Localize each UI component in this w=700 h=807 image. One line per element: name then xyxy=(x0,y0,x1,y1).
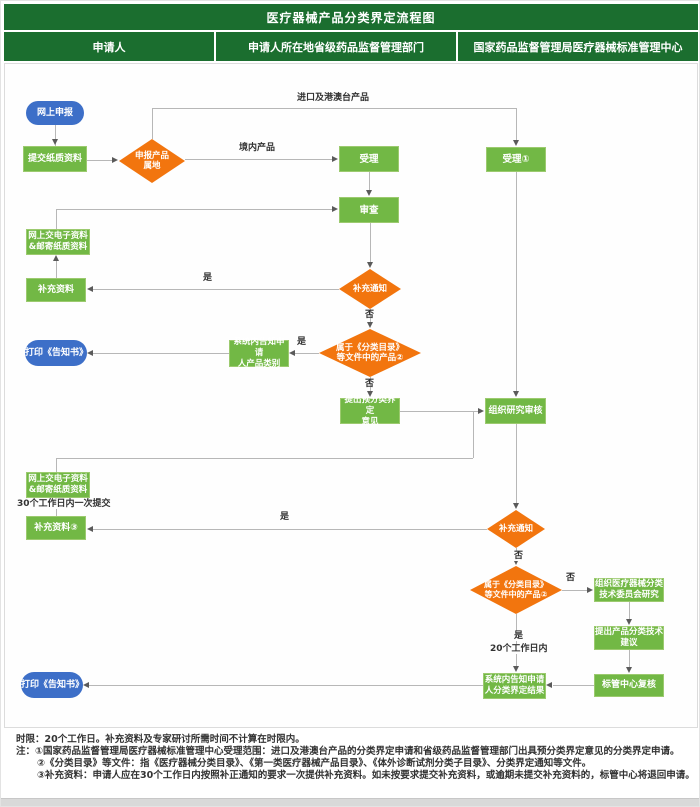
footnotes: 时限：20个工作日。补充资料及专家研讨所需时间不计算在时限内。注：①国家药品监督… xyxy=(16,734,696,782)
lane-header-national-center: 国家药品监督管理局医疗器械标准管理中心 xyxy=(458,32,698,61)
footnote-line: 注：①国家药品监督管理局医疗器械标准管理中心受理范围：进口及港澳台产品的分类界定… xyxy=(16,746,680,757)
lane-header-applicant: 申请人 xyxy=(4,32,214,61)
page-title: 医疗器械产品分类界定流程图 xyxy=(4,4,698,30)
footnote-line: 时限：20个工作日。补充资料及专家研讨所需时间不计算在时限内。 xyxy=(16,734,305,745)
footnote-line: ②《分类目录》等文件：指《医疗器械分类目录》、《第一类医疗器械产品目录》、《体外… xyxy=(37,758,592,769)
flowchart-frame xyxy=(4,63,698,728)
footer-strip xyxy=(1,798,699,806)
lane-header-provincial-department: 申请人所在地省级药品监督管理部门 xyxy=(216,32,456,61)
footnote-line: ③补充资料：申请人应在30个工作日内按照补正通知的要求一次提供补充资料。如未按要… xyxy=(37,770,695,781)
